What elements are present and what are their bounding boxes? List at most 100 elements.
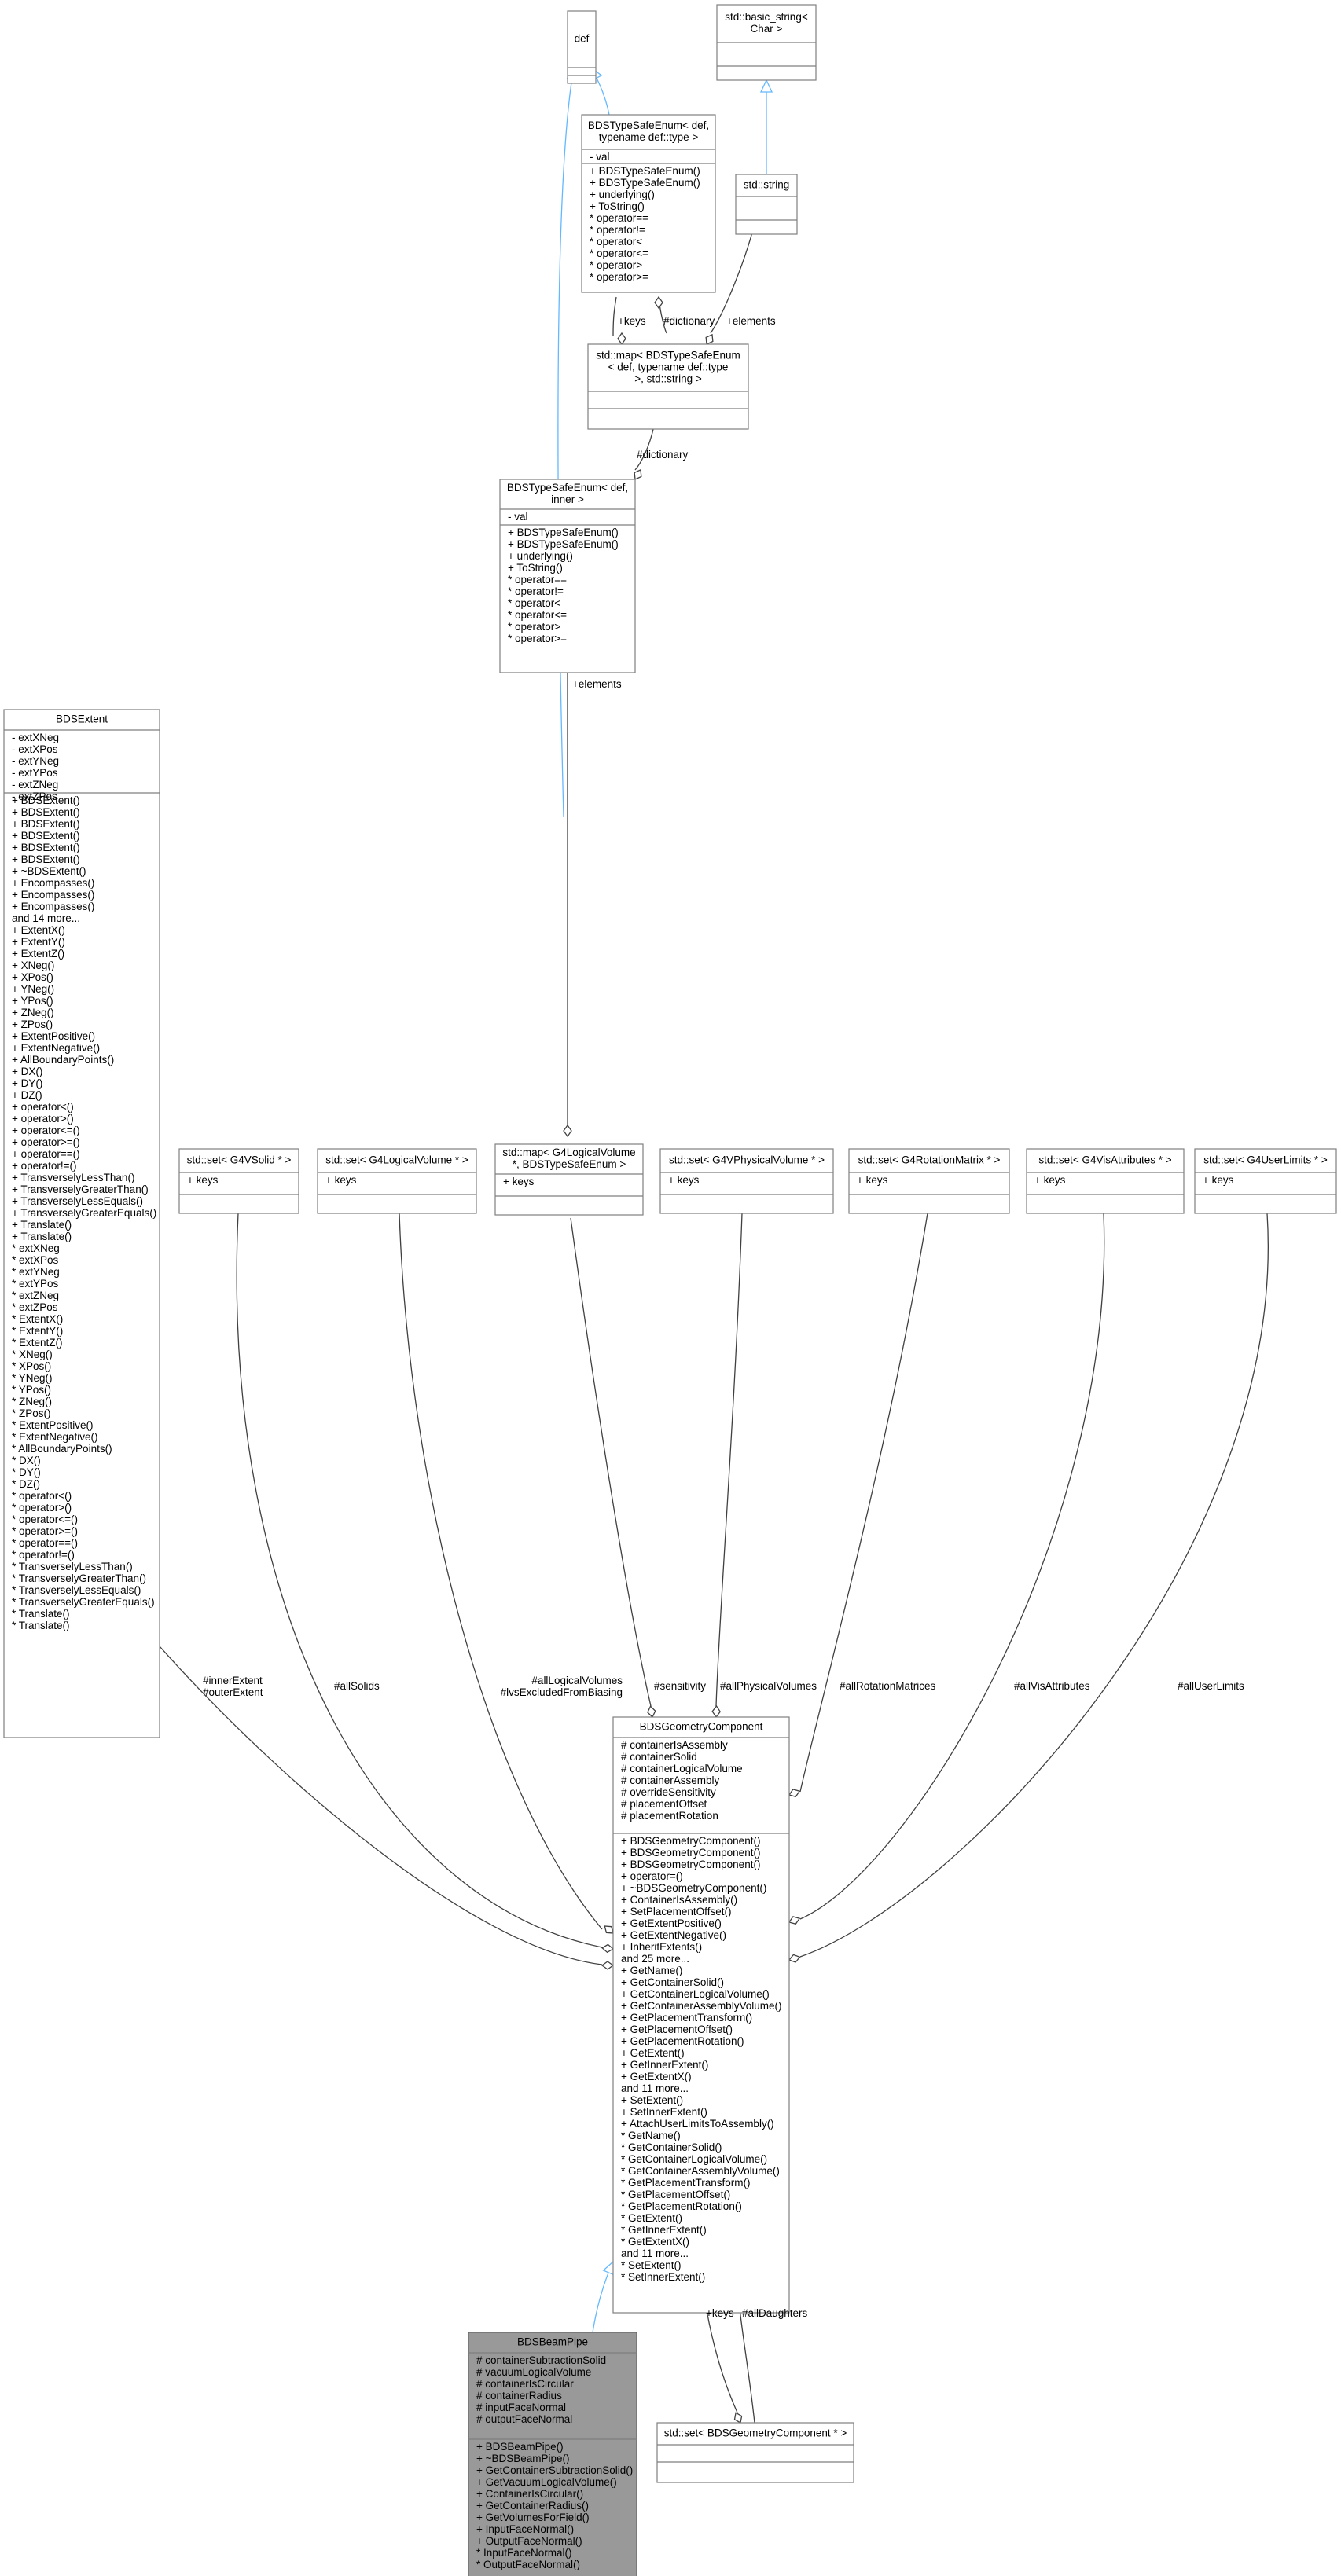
operation-bdstypesafeenum: + BDSTypeSafeEnum() [508,538,619,550]
class-title: typename def::type > [599,131,699,143]
class-title: *, BDSTypeSafeEnum > [513,1158,626,1170]
edge-label-sensitivity: #sensitivity [654,1680,706,1692]
edge-label-all-rotation-matrices: #allRotationMatrices [840,1680,936,1692]
operation-setinnerextent: + SetInnerExtent() [621,2106,707,2118]
attribute-keys: + keys [325,1174,357,1186]
operation-operator: + operator==() [12,1148,80,1160]
operation-dz: + DZ() [12,1089,42,1101]
edge-label-all-vis-attributes: #allVisAttributes [1014,1680,1090,1692]
attribute-extxneg: - extXNeg [12,732,59,743]
operation-bdsextent: + BDSExtent() [12,806,80,818]
operation-bdsextent: + BDSExtent() [12,853,80,865]
operation-setextent: + SetExtent() [621,2094,683,2106]
operation-extenty: + ExtentY() [12,936,65,948]
class-basic-string[interactable]: std::basic_string<Char > [716,4,817,81]
operation-xneg: * XNeg() [12,1349,53,1360]
edge-label-all-user-limits: #allUserLimits [1178,1680,1244,1692]
operation-bdsbeampipe: + ~BDSBeamPipe() [476,2453,570,2464]
class-title: std::set< G4UserLimits * > [1203,1154,1328,1166]
aggregation-diamond [563,1124,572,1138]
operation-getplacementtransform: + GetPlacementTransform() [621,2012,752,2024]
operation-extzpos: * extZPos [12,1301,58,1313]
operation-zpos: * ZPos() [12,1407,51,1419]
class-title: std::string [744,179,790,191]
attribute-inputfacenormal: # inputFaceNormal [476,2402,566,2413]
operation-operator: + operator!=() [12,1160,77,1172]
class-title: std::set< G4VSolid * > [187,1154,292,1166]
more-members-note: and 11 more... [621,2248,689,2259]
operation-operator: * operator== [508,574,567,585]
class-map-logvol[interactable]: std::map< G4LogicalVolume*, BDSTypeSafeE… [494,1143,644,1216]
operation-transverselygreaterequals: + TransverselyGreaterEquals() [12,1207,156,1219]
operation-extentz: + ExtentZ() [12,948,64,960]
assoc-all-visattrs [799,1213,1105,1920]
assoc-all-physvols [715,1213,743,1707]
class-set-logvol[interactable]: std::set< G4LogicalVolume * >+ keys [317,1148,477,1214]
operation-dy: + DY() [12,1077,42,1089]
class-extent[interactable]: BDSExtent- extXNeg- extXPos- extYNeg- ex… [3,709,160,1738]
operation-operator: * operator<=() [12,1514,78,1525]
edge-label-all-logical-volumes: #allLogicalVolumes [531,1675,623,1686]
class-set-geom[interactable]: std::set< BDSGeometryComponent * > [656,2422,854,2483]
operation-extentnegative: + ExtentNegative() [12,1042,100,1054]
operation-operator: * operator== [590,212,648,224]
attribute-keys: + keys [187,1174,219,1186]
class-set-physvol[interactable]: std::set< G4VPhysicalVolume * >+ keys [659,1148,834,1214]
operation-setinnerextent: * SetInnerExtent() [621,2271,705,2283]
class-map-enum-string[interactable]: std::map< BDSTypeSafeEnum< def, typename… [587,343,749,430]
operation-operator: * operator!= [508,585,564,597]
aggregation-diamond [788,1789,801,1798]
operation-operator: * operator>= [508,633,567,644]
aggregation-diamond [733,2412,743,2424]
operation-getcontainerassemblyvolume: + GetContainerAssemblyVolume() [621,2000,781,2012]
class-def[interactable]: def [567,10,597,84]
class-title: < def, typename def::type [608,361,729,373]
attribute-extxpos: - extXPos [12,743,58,755]
class-box [659,1148,834,1214]
class-set-rotmat[interactable]: std::set< G4RotationMatrix * >+ keys [848,1148,1010,1214]
aggregation-diamond [604,1925,614,1934]
operation-extentpositive: * ExtentPositive() [12,1419,94,1431]
class-box [567,10,597,84]
operation-operator: * operator>=() [12,1525,78,1537]
assoc-all-logvols [399,1213,603,1930]
class-beampipe[interactable]: BDSBeamPipe# containerSubtractionSolid# … [468,2332,637,2576]
operation-getextentnegative: + GetExtentNegative() [621,1929,726,1941]
assoc-keys-def [612,296,617,337]
operation-transverselygreaterequals: * TransverselyGreaterEquals() [12,1596,155,1608]
operation-extentz: * ExtentZ() [12,1337,63,1349]
aggregation-diamond [647,1705,656,1719]
more-members-note: and 11 more... [621,2082,689,2094]
class-set-visattr[interactable]: std::set< G4VisAttributes * >+ keys [1026,1148,1185,1214]
operation-extentnegative: * ExtentNegative() [12,1431,98,1443]
operation-dx: * DX() [12,1455,41,1466]
operation-outputfacenormal: * OutputFaceNormal() [476,2559,580,2570]
operation-transverselylessthan: + TransverselyLessThan() [12,1172,134,1183]
operation-operator: * operator!=() [12,1549,75,1561]
attribute-containerassembly: # containerAssembly [621,1774,720,1786]
operation-allboundarypoints: + AllBoundaryPoints() [12,1054,114,1066]
assoc-dictionary-map [634,425,655,471]
class-geom[interactable]: BDSGeometryComponent# containerIsAssembl… [612,1716,790,2314]
aggregation-diamond [601,1961,615,1970]
class-box [3,709,160,1738]
operation-getextentx: + GetExtentX() [621,2071,692,2082]
operation-containeriscircular: + ContainerIsCircular() [476,2488,583,2500]
class-box [494,1143,644,1216]
attribute-extyneg: - extYNeg [12,755,59,767]
operation-getcontainersolid: * GetContainerSolid() [621,2141,722,2153]
class-set-solid[interactable]: std::set< G4VSolid * >+ keys [178,1148,299,1214]
operation-extzneg: * extZNeg [12,1290,59,1301]
operation-getvolumesforfield: + GetVolumesForField() [476,2512,590,2523]
operation-underlying: + underlying() [590,189,655,200]
attribute-extzpos: - extZPos [12,791,57,802]
class-set-userlim[interactable]: std::set< G4UserLimits * >+ keys [1194,1148,1337,1214]
operation-containerisassembly: + ContainerIsAssembly() [621,1894,737,1906]
class-enum-def-inner[interactable]: BDSTypeSafeEnum< def,inner >- val+ BDSTy… [499,479,636,673]
operation-getinnerextent: + GetInnerExtent() [621,2059,708,2071]
class-box [1194,1148,1337,1214]
class-std-string[interactable]: std::string [735,174,798,235]
edges-layer [159,66,1269,2424]
class-enum-def-type[interactable]: BDSTypeSafeEnum< def,typename def::type … [581,114,716,293]
